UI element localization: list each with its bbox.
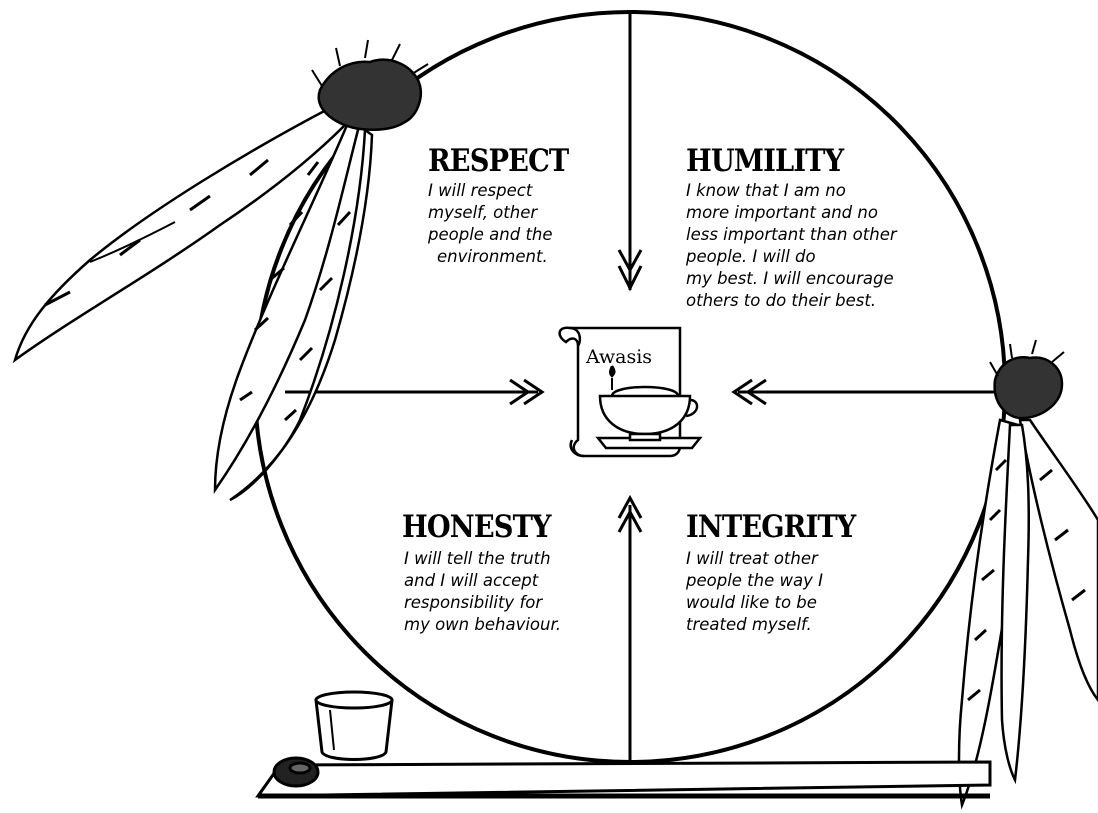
humility-line: more important and no [686, 203, 878, 222]
shelf-base [255, 760, 992, 799]
humility-line: I know that I am no [686, 181, 846, 200]
arrow-down-icon [617, 249, 643, 292]
honesty-line: and I will accept [404, 571, 539, 590]
feather-right-icon [957, 339, 1098, 810]
respect-line: people and the [428, 225, 553, 244]
feather-left-icon [12, 39, 429, 502]
stone-icon [272, 756, 320, 788]
humility-line: my best. I will encourage [686, 269, 894, 288]
wheel-divider-lines [285, 12, 1000, 768]
integrity-line: treated myself. [686, 615, 812, 634]
humility-line: people. I will do [686, 247, 816, 266]
awasis-label: Awasis [586, 346, 653, 368]
honesty-line: I will tell the truth [404, 549, 551, 568]
respect-line: I will respect [428, 181, 533, 200]
arrow-left-icon [731, 378, 767, 406]
bowl-icon [314, 690, 394, 761]
arrow-up-icon [617, 494, 643, 533]
honesty-line: my own behaviour. [404, 615, 561, 634]
honesty-text: I will tell the truth and I will accept … [404, 548, 561, 636]
arrow-right-icon [509, 378, 545, 406]
humility-line: less important than other [686, 225, 897, 244]
humility-text: I know that I am no more important and n… [686, 180, 897, 312]
integrity-line: would like to be [686, 593, 817, 612]
integrity-line: I will treat other [686, 549, 818, 568]
integrity-text: I will treat other people the way I woul… [686, 548, 823, 636]
humility-title: HUMILITY [686, 143, 844, 179]
honesty-title: HONESTY [402, 509, 551, 545]
humility-line: others to do their best. [686, 291, 877, 310]
integrity-line: people the way I [686, 571, 823, 590]
integrity-title: INTEGRITY [686, 509, 856, 545]
scroll-with-teacup-icon [558, 326, 703, 458]
respect-line: environment. [437, 247, 548, 266]
honesty-line: responsibility for [404, 593, 543, 612]
respect-text: I will respect myself, other people and … [428, 180, 553, 268]
respect-title: RESPECT [428, 143, 569, 179]
respect-line: myself, other [428, 203, 538, 222]
